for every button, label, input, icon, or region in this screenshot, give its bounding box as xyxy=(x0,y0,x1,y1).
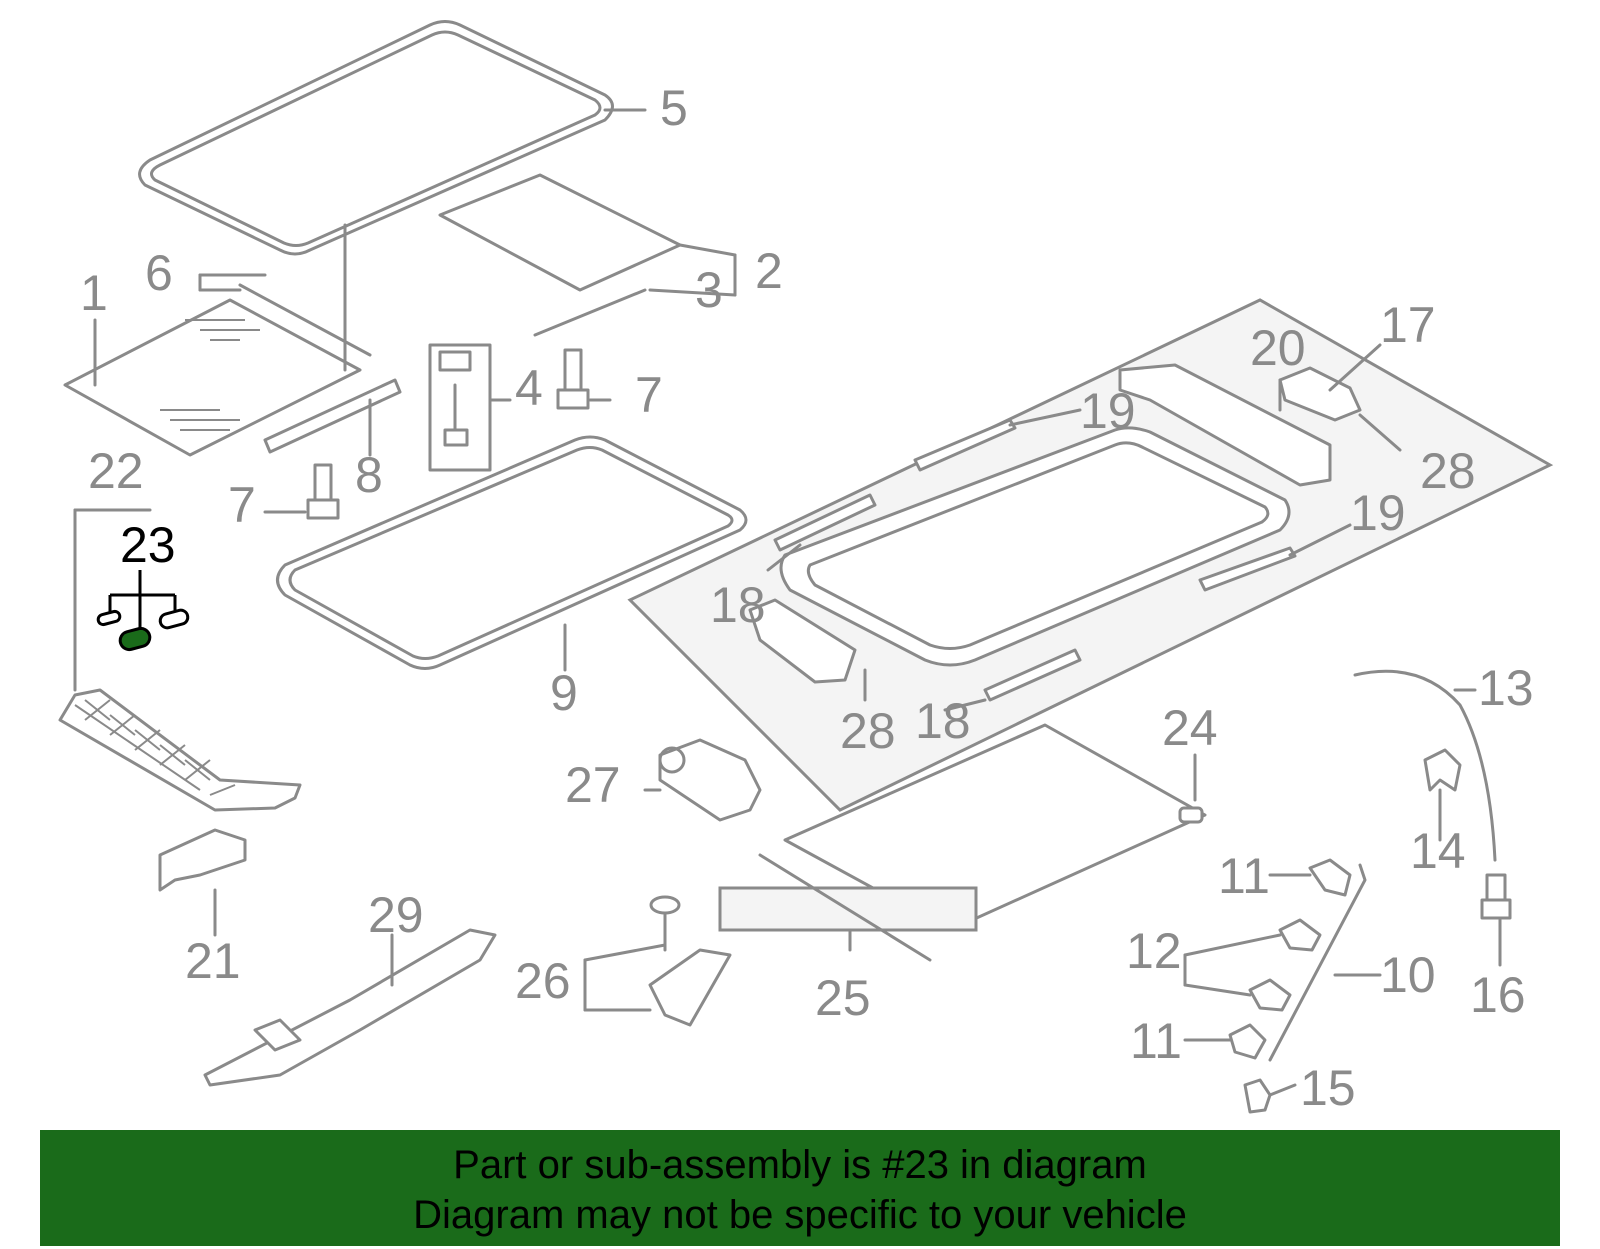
callout-9: 9 xyxy=(550,665,578,721)
part-7-bolt-lower xyxy=(306,463,340,520)
callout-22: 22 xyxy=(88,443,144,499)
callout-29: 29 xyxy=(368,887,424,943)
part-2-glass xyxy=(438,173,682,292)
callout-25: 25 xyxy=(815,970,871,1026)
callout-21: 21 xyxy=(185,933,241,989)
callout-23: 23 xyxy=(120,517,176,573)
callout-3: 3 xyxy=(695,262,723,318)
part-23-plugs xyxy=(96,608,190,652)
part-14-clip xyxy=(1423,748,1462,792)
part-18-rail-lower xyxy=(983,648,1082,702)
callout-5: 5 xyxy=(660,80,688,136)
part-1-glass xyxy=(63,298,362,457)
callout-11-upper: 11 xyxy=(1218,848,1270,904)
leader-23 xyxy=(108,570,177,630)
callout-1: 1 xyxy=(80,265,108,321)
callout-12: 12 xyxy=(1126,923,1182,979)
part-15-plug xyxy=(1243,1078,1272,1114)
callout-17: 17 xyxy=(1380,297,1436,353)
part-22-deflector xyxy=(58,688,302,812)
callout-18-lower: 18 xyxy=(915,693,971,749)
part-3-strip xyxy=(533,288,647,337)
callout-28-upper: 28 xyxy=(1420,443,1476,499)
callout-24: 24 xyxy=(1162,700,1218,756)
part-19-rail-upper xyxy=(913,418,1017,472)
part-16-valve xyxy=(1480,873,1512,920)
callout-10: 10 xyxy=(1380,947,1436,1003)
part-7-bolt-upper xyxy=(556,348,590,410)
banner-line-1: Part or sub-assembly is #23 in diagram xyxy=(453,1143,1147,1187)
part-10-drain-tube xyxy=(1268,863,1367,1062)
part-5-seal xyxy=(138,20,614,256)
callout-16: 16 xyxy=(1470,967,1526,1023)
callout-7-upper: 7 xyxy=(635,367,663,423)
callout-19-lower: 19 xyxy=(1350,485,1406,541)
callout-15: 15 xyxy=(1300,1060,1356,1116)
callout-27: 27 xyxy=(565,757,621,813)
part-11-clip-upper xyxy=(1308,858,1352,897)
callout-7-lower: 7 xyxy=(228,477,256,533)
part-28-bracket-upper xyxy=(1278,366,1362,422)
callout-14: 14 xyxy=(1410,823,1466,879)
callout-4: 4 xyxy=(515,360,543,416)
callout-8: 8 xyxy=(355,447,383,503)
callout-18-upper: 18 xyxy=(710,577,766,633)
callout-28-lower: 28 xyxy=(840,703,896,759)
part-8-strip xyxy=(263,378,402,454)
part-29-handle xyxy=(203,928,497,1087)
part-13-drain-tube xyxy=(1353,669,1497,862)
part-27-motor xyxy=(658,738,762,822)
part-19-rail-lower xyxy=(1198,546,1297,592)
part-9-seal xyxy=(276,435,748,670)
callout-11-lower: 11 xyxy=(1130,1013,1182,1069)
callout-2: 2 xyxy=(755,243,783,299)
part-21-bracket xyxy=(158,828,247,892)
part-28-bracket-lower xyxy=(748,598,857,684)
part-11-clip-lower xyxy=(1228,1023,1267,1060)
part-23-plug-right xyxy=(158,608,190,630)
callout-6: 6 xyxy=(145,245,173,301)
callout-26: 26 xyxy=(515,953,571,1009)
part-23-plug-center xyxy=(118,626,152,652)
callout-20: 20 xyxy=(1250,320,1306,376)
info-banner: Part or sub-assembly is #23 in diagram D… xyxy=(40,1130,1560,1246)
part-4-bolt-box xyxy=(428,343,492,472)
part-25-rod xyxy=(758,853,932,962)
part-18-rail-upper xyxy=(773,493,877,552)
part-23-plug-left xyxy=(96,609,122,627)
part-17-frame xyxy=(779,426,1291,667)
banner-line-2: Diagram may not be specific to your vehi… xyxy=(413,1193,1187,1237)
part-6-strip xyxy=(238,283,372,357)
callout-19-upper: 19 xyxy=(1080,383,1136,439)
leader-lines xyxy=(73,108,1502,1097)
part-12-clip-lower xyxy=(1248,978,1292,1012)
callout-13: 13 xyxy=(1478,660,1534,716)
part-12-clip-upper xyxy=(1278,918,1322,952)
part-26-screw-clip xyxy=(648,895,732,1027)
part-20-rail xyxy=(1118,363,1332,487)
